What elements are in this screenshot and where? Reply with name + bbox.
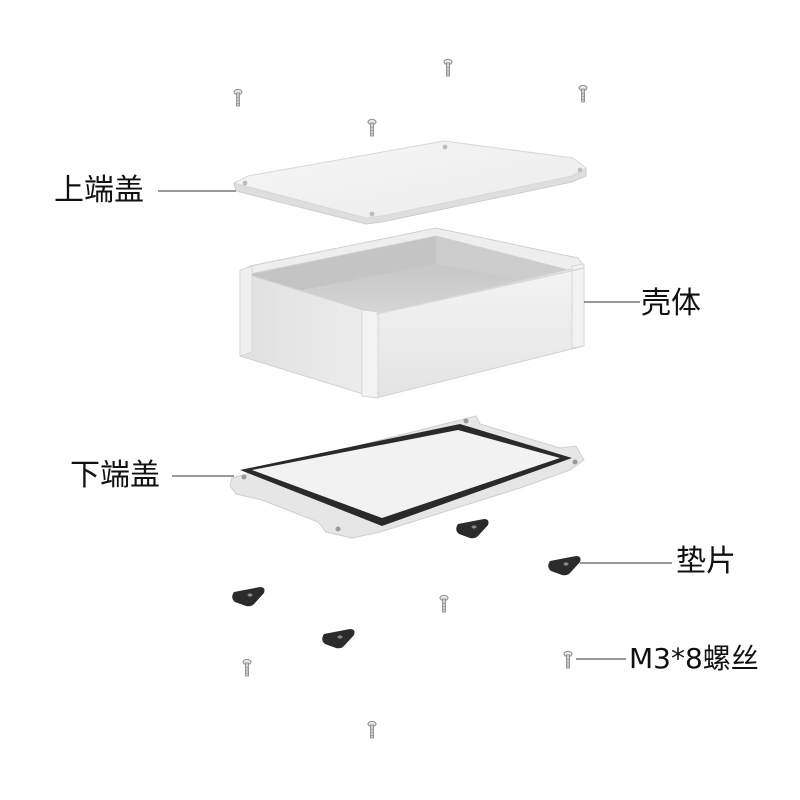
screw-icon [439,594,449,613]
screw-icon [233,88,243,107]
bottom-cover [229,415,585,539]
washer-icon [322,629,355,649]
screw-icon [578,84,588,103]
label-bottom-cover: 下端盖 [70,458,160,493]
washer-icon [232,587,265,607]
washers [232,519,581,649]
label-screw: M3*8螺丝 [629,642,759,675]
washer-icon [548,556,581,576]
bottom-screws [242,594,573,739]
leader-lines [158,190,672,660]
screw-icon [443,58,453,77]
label-washer: 垫片 [676,544,736,579]
top-screws [233,58,588,137]
label-top-cover: 上端盖 [54,173,144,208]
screw-icon [242,658,252,677]
screw-icon [367,118,377,137]
label-shell: 壳体 [641,286,701,321]
shell-body [238,227,585,399]
screw-icon [367,720,377,739]
top-cover [232,140,587,225]
washer-icon [456,519,489,539]
screw-icon [563,650,573,669]
